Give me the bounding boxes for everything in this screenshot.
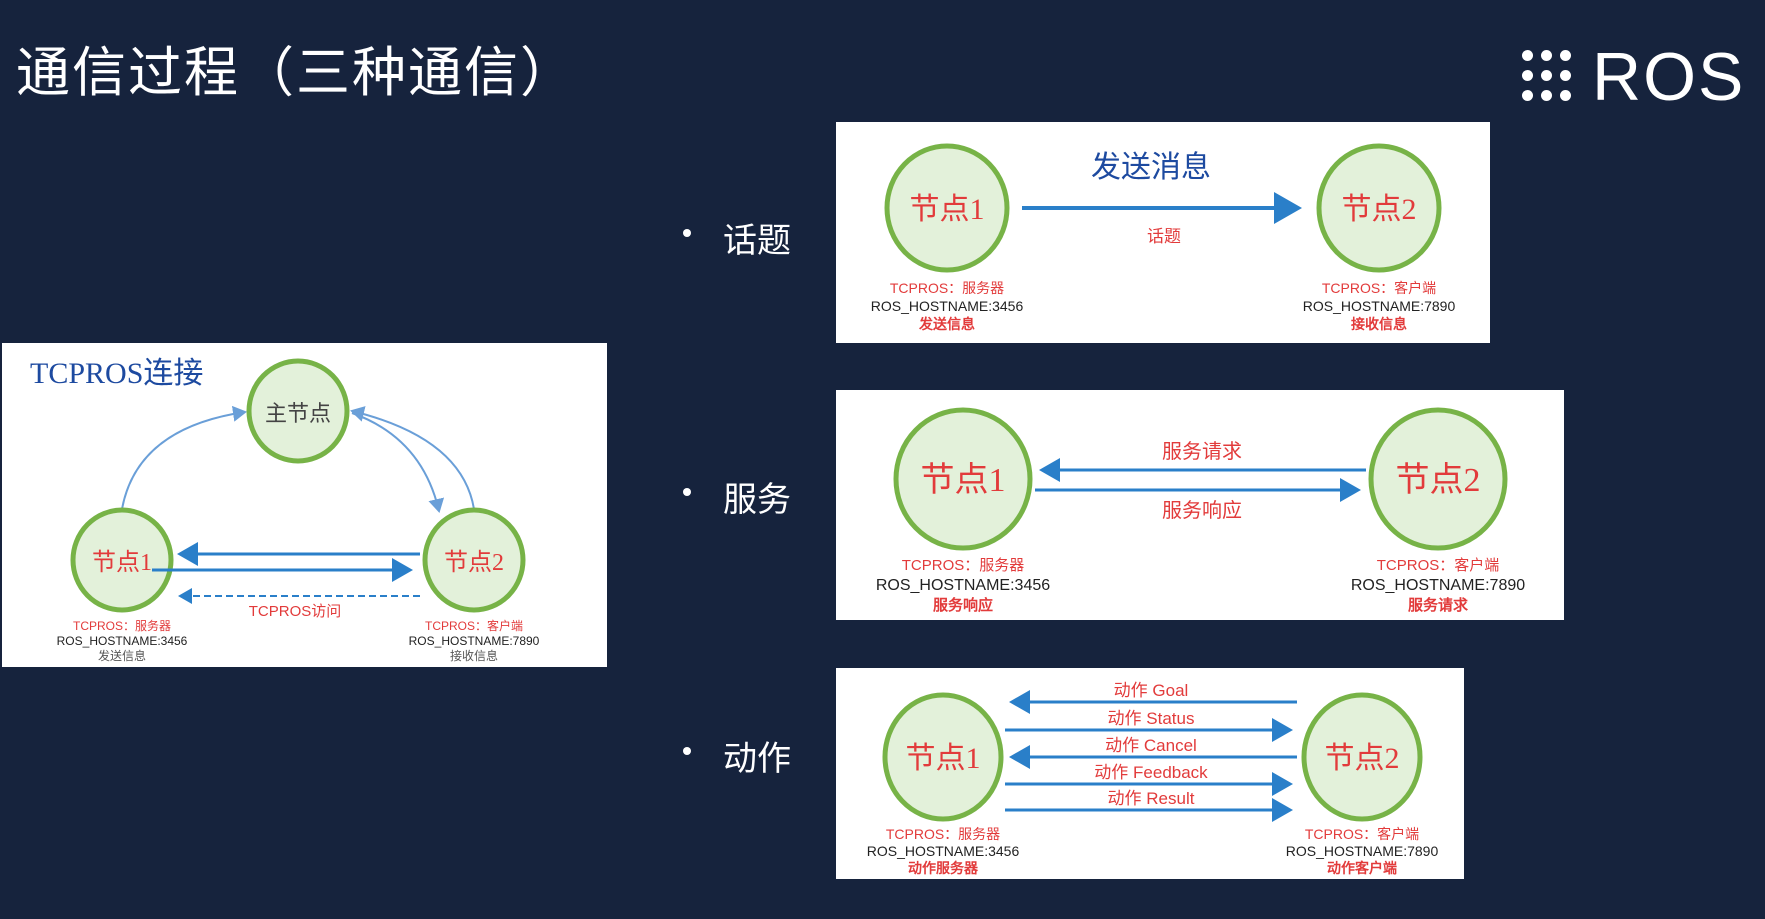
ros-logo-text: ROS bbox=[1592, 39, 1746, 115]
tcpros-connection-diagram: TCPROS连接 主节点 节点1 节点2 TCPROS访问 TCPROS：服务器… bbox=[2, 343, 607, 667]
node2 bbox=[422, 507, 526, 613]
topic-diagram: 节点1 节点2 发送消息 话题 TCPROS：服务器 ROS_HOSTNAME:… bbox=[836, 122, 1490, 343]
action-diagram: 节点1 节点2 动作 Goal 动作 Status 动作 Cancel 动作 Feed… bbox=[836, 668, 1464, 879]
master-node bbox=[246, 358, 350, 464]
send-message-label: 发送消息 bbox=[1091, 151, 1211, 184]
node1-label: 节点1 bbox=[92, 549, 152, 576]
tcpros-access-label: TCPROS访问 bbox=[249, 603, 342, 620]
node1-label: 节点1 bbox=[910, 193, 985, 226]
node1 bbox=[882, 692, 1004, 822]
node2-role: 接收信息 bbox=[450, 648, 498, 663]
node1-hostname: ROS_HOSTNAME:3456 bbox=[867, 843, 1020, 859]
slide-title: 通信过程（三种通信） bbox=[16, 43, 576, 103]
node1 bbox=[893, 407, 1033, 551]
node1 bbox=[70, 507, 174, 613]
action-message-label: 动作 Goal bbox=[1114, 681, 1189, 700]
node2-hostname: ROS_HOSTNAME:7890 bbox=[409, 634, 540, 648]
node2-protocol: TCPROS：客户端 bbox=[1322, 280, 1436, 296]
ros-dots-icon bbox=[1522, 50, 1582, 106]
node2 bbox=[1368, 407, 1508, 551]
node1-role: 发送信息 bbox=[918, 316, 975, 332]
node2-label: 节点2 bbox=[444, 549, 504, 576]
node1-protocol: TCPROS：服务器 bbox=[73, 618, 171, 633]
node2-hostname: ROS_HOSTNAME:7890 bbox=[1303, 298, 1456, 314]
master-node-label: 主节点 bbox=[265, 401, 331, 426]
arrow-node1-to-master bbox=[121, 405, 247, 510]
node2-role: 动作客户端 bbox=[1327, 860, 1397, 876]
node1-protocol: TCPROS：服务器 bbox=[902, 557, 1025, 574]
service-diagram: 节点1 节点2 服务请求 服务响应 TCPROS：服务器 ROS_HOSTNAM… bbox=[836, 390, 1564, 620]
arrow-node2-to-master bbox=[350, 406, 475, 510]
node2-protocol: TCPROS：客户端 bbox=[1305, 826, 1419, 842]
action-message-label: 动作 Cancel bbox=[1105, 736, 1197, 755]
response-label: 服务响应 bbox=[1162, 499, 1242, 522]
node2-label: 节点2 bbox=[1342, 193, 1417, 226]
bullet-label: 话题 bbox=[723, 222, 791, 260]
action-message-label: 动作 Status bbox=[1108, 709, 1195, 728]
topic-label: 话题 bbox=[1147, 227, 1181, 246]
node2-hostname: ROS_HOSTNAME:7890 bbox=[1286, 843, 1439, 859]
node1-role: 发送信息 bbox=[98, 648, 146, 663]
node2-protocol: TCPROS：客户端 bbox=[1377, 557, 1500, 574]
request-label: 服务请求 bbox=[1162, 440, 1242, 463]
bullet-label: 服务 bbox=[723, 481, 791, 519]
node1-label: 节点1 bbox=[921, 461, 1006, 499]
node1 bbox=[884, 143, 1010, 273]
node1-hostname: ROS_HOSTNAME:3456 bbox=[871, 298, 1024, 314]
node1-protocol: TCPROS：服务器 bbox=[890, 280, 1004, 296]
bullet-label: 动作 bbox=[723, 740, 791, 778]
node2-protocol: TCPROS：客户端 bbox=[425, 618, 523, 633]
node2 bbox=[1301, 692, 1423, 822]
node2-label: 节点2 bbox=[1325, 742, 1400, 775]
node1-role: 动作服务器 bbox=[908, 860, 979, 876]
node2-hostname: ROS_HOSTNAME:7890 bbox=[1351, 577, 1525, 594]
node1-protocol: TCPROS：服务器 bbox=[886, 826, 1000, 842]
arrow-master-to-node2 bbox=[351, 412, 445, 513]
node1-label: 节点1 bbox=[906, 742, 981, 775]
node1-role: 服务响应 bbox=[933, 596, 993, 614]
node2 bbox=[1316, 143, 1442, 273]
node1-hostname: ROS_HOSTNAME:3456 bbox=[876, 577, 1050, 594]
node1-hostname: ROS_HOSTNAME:3456 bbox=[57, 634, 188, 648]
tcpros-title: TCPROS连接 bbox=[30, 357, 203, 390]
node2-role: 接收信息 bbox=[1351, 316, 1407, 332]
ros-logo: ROS bbox=[1522, 39, 1743, 115]
action-message-label: 动作 Feedback bbox=[1094, 763, 1208, 782]
node2-label: 节点2 bbox=[1396, 461, 1481, 499]
node2-role: 服务请求 bbox=[1408, 596, 1469, 614]
action-message-label: 动作 Result bbox=[1108, 789, 1195, 808]
